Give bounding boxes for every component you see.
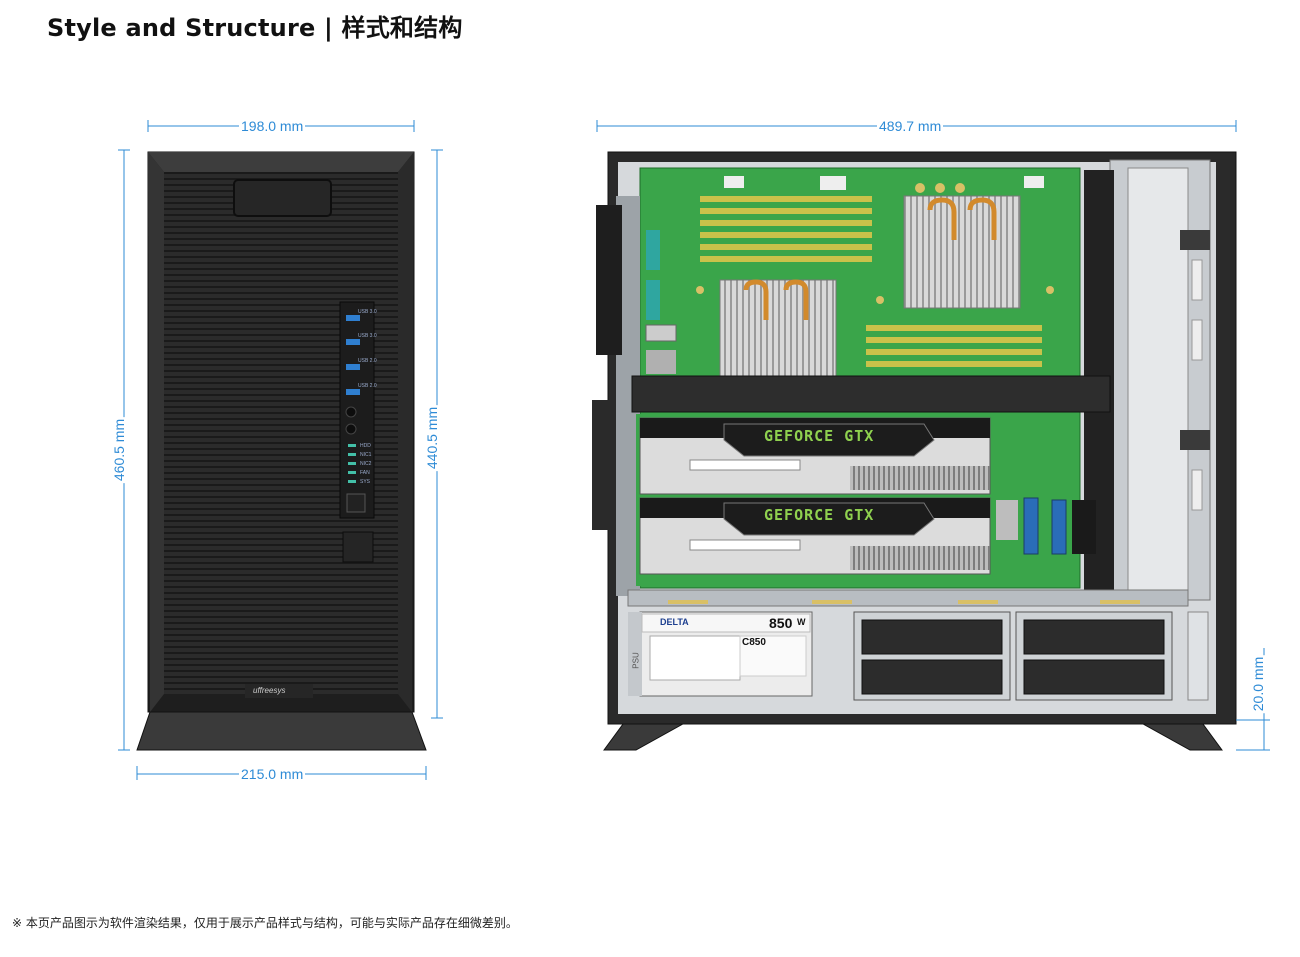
- gpu-2: [639, 497, 991, 575]
- led-label-sys: SYS: [360, 479, 371, 485]
- cpu-heatsink-1: [719, 279, 837, 379]
- footnote: ※ 本页产品图示为软件渲染结果，仅用于展示产品样式与结构，可能与实际产品存在细微…: [12, 916, 518, 930]
- led-label-nic1: NIC1: [360, 452, 372, 458]
- led-label-hdd: HDD: [360, 443, 371, 449]
- dim-side-width: 489.7 mm: [877, 118, 944, 134]
- front-base: [136, 711, 427, 751]
- gpu-1: [639, 417, 991, 495]
- side-view: [592, 151, 1237, 751]
- port-label-3: USB 2.0: [358, 358, 377, 364]
- status-leds: [348, 444, 356, 483]
- gpu-1-label: GEFORCE GTX: [764, 427, 875, 445]
- usb-port: [346, 339, 360, 345]
- io-panel: [339, 301, 375, 519]
- usb-port: [346, 315, 360, 321]
- psu-side-label: PSU: [631, 652, 641, 669]
- gpu-support-bar: [631, 375, 1111, 413]
- psu-unit: W: [797, 617, 806, 627]
- mic-jack: [345, 423, 357, 435]
- psu-brand: DELTA: [660, 617, 689, 627]
- power-button: [346, 493, 366, 513]
- usb-port: [346, 364, 360, 370]
- front-view: [136, 151, 427, 751]
- brand-logo: uffreesys: [253, 686, 286, 695]
- psu-wattage: 850: [769, 615, 793, 631]
- port-label-4: USB 2.0: [358, 383, 377, 389]
- dim-front-height: 460.5 mm: [111, 416, 128, 484]
- ram-slots-b: [866, 325, 1042, 367]
- usb-ports: [346, 315, 360, 395]
- cpu-heatsink-2: [903, 195, 1021, 309]
- dim-front-body-height: 440.5 mm: [424, 404, 441, 472]
- led-label-fan: FAN: [360, 470, 370, 476]
- drive-cage-fans: [853, 611, 1173, 701]
- page-title: Style and Structure | 样式和结构: [47, 14, 463, 42]
- dim-front-base: 215.0 mm: [239, 766, 306, 782]
- dim-front-top: 198.0 mm: [239, 118, 306, 134]
- usb-port: [346, 389, 360, 395]
- psu-model: C850: [742, 637, 766, 648]
- dim-foot-height: 20.0 mm: [1250, 654, 1267, 714]
- ram-slots-a: [700, 196, 872, 262]
- top-bay-cover: [233, 179, 332, 217]
- port-label-1: USB 3.0: [358, 309, 377, 315]
- reset-cover: [342, 531, 374, 563]
- led-label-nic2: NIC2: [360, 461, 372, 467]
- audio-jack: [345, 406, 357, 418]
- gpu-2-label: GEFORCE GTX: [764, 506, 875, 524]
- port-label-2: USB 3.0: [358, 333, 377, 339]
